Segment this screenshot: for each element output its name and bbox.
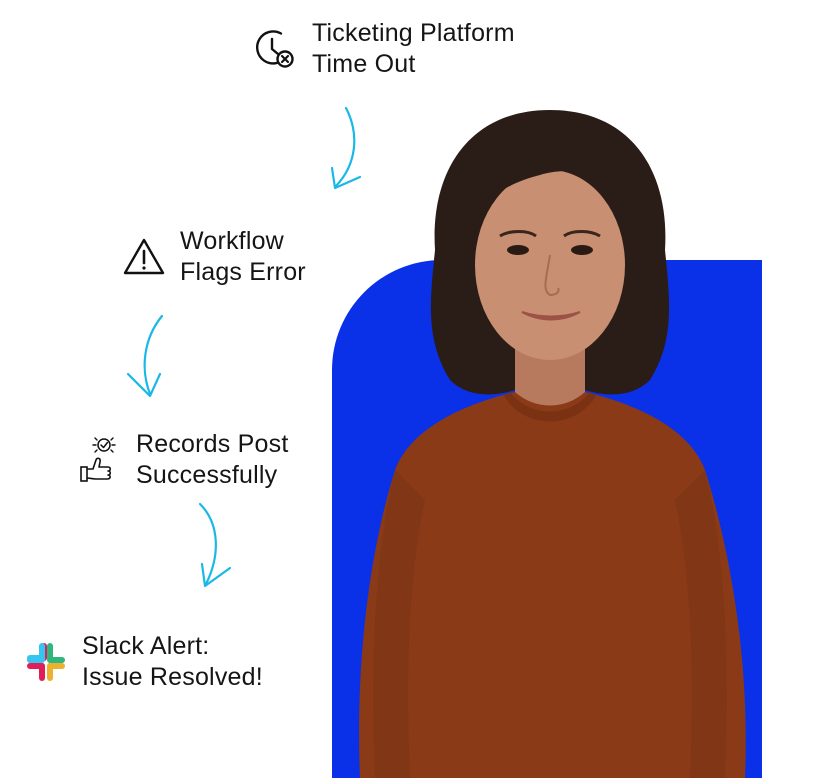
thumbs-up-check-icon <box>80 437 116 482</box>
step-label: Records Post Successfully <box>136 430 289 489</box>
warning-triangle-icon <box>123 238 165 275</box>
flow-arrow-1 <box>330 106 362 190</box>
step-label: Workflow Flags Error <box>180 227 306 286</box>
step-workflow-flags-error: Workflow Flags Error <box>122 226 306 288</box>
step-ticketing-timeout: Ticketing Platform Time Out <box>254 18 515 80</box>
slack-icon <box>27 643 65 681</box>
flow-arrow-2 <box>126 314 164 398</box>
person-photo <box>359 110 746 778</box>
flow-arrow-3 <box>198 502 232 588</box>
step-slack-alert: Slack Alert: Issue Resolved! <box>25 631 263 693</box>
clock-error-icon <box>256 30 294 68</box>
step-label: Slack Alert: Issue Resolved! <box>82 632 263 691</box>
step-label: Ticketing Platform Time Out <box>312 19 515 78</box>
step-records-post: Records Post Successfully <box>78 429 288 491</box>
